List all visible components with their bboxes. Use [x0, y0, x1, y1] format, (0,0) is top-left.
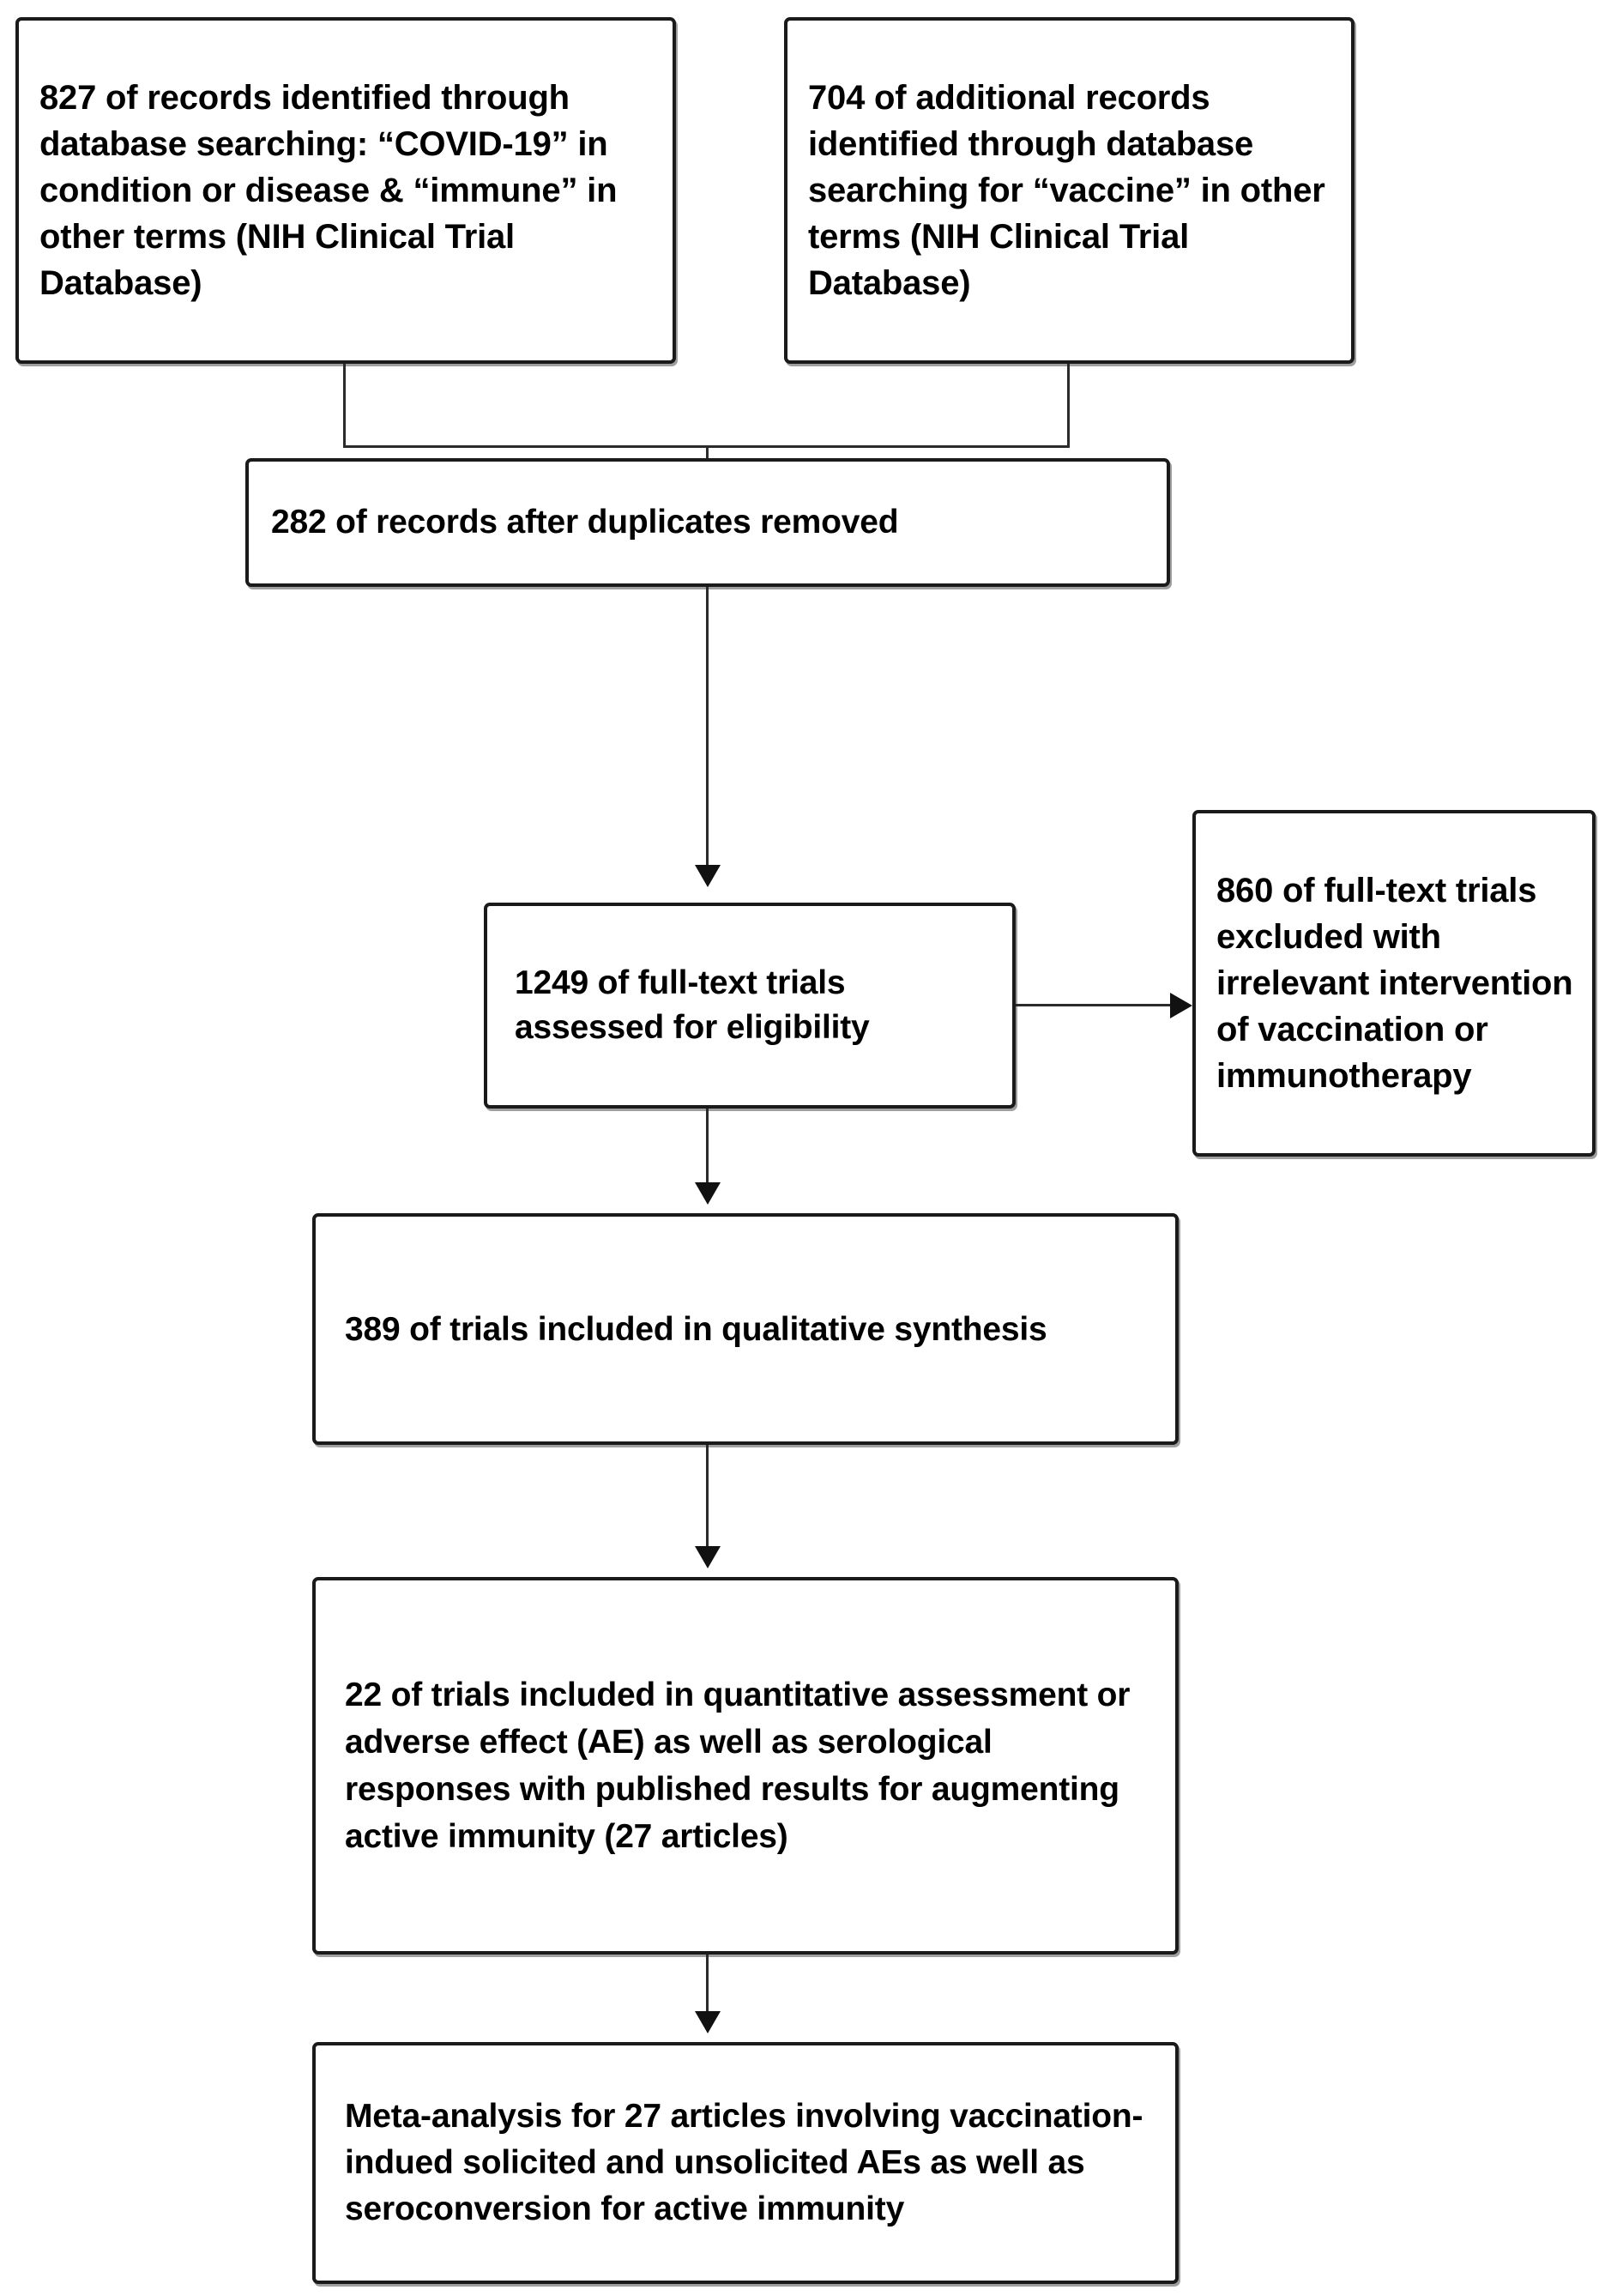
connector-merge-stem-left [343, 364, 346, 448]
connector-duplicates-to-assessed [706, 587, 709, 870]
box-fulltext-trials-excluded-text: 860 of full-text trials excluded with ir… [1216, 872, 1573, 1095]
box-records-identified-additional[interactable]: 704 of additional records identified thr… [784, 17, 1355, 364]
arrow-down-icon-to-assessed [695, 865, 721, 887]
connector-qualitative-to-quantitative [706, 1445, 709, 1551]
box-records-after-duplicates-removed-text: 282 of records after duplicates removed [271, 504, 899, 541]
box-records-identified-primary-text: 827 of records identified through databa… [39, 79, 618, 302]
connector-assessed-to-qualitative [706, 1109, 709, 1187]
box-fulltext-trials-assessed-text: 1249 of full-text trials assessed for el… [515, 964, 870, 1046]
box-records-identified-primary[interactable]: 827 of records identified through databa… [15, 17, 676, 364]
box-fulltext-trials-assessed[interactable]: 1249 of full-text trials assessed for el… [484, 903, 1016, 1109]
connector-assessed-to-excluded [1016, 1004, 1172, 1006]
box-trials-qualitative-synthesis-text: 389 of trials included in qualitative sy… [345, 1310, 1047, 1348]
box-meta-analysis[interactable]: Meta-analysis for 27 articles involving … [312, 2042, 1179, 2284]
box-records-identified-additional-text: 704 of additional records identified thr… [808, 79, 1325, 302]
arrow-down-icon-to-meta-analysis [695, 2011, 721, 2033]
box-trials-quantitative-assessment-text: 22 of trials included in quantitative as… [345, 1677, 1131, 1855]
box-fulltext-trials-excluded[interactable]: 860 of full-text trials excluded with ir… [1192, 810, 1596, 1157]
box-records-after-duplicates-removed[interactable]: 282 of records after duplicates removed [245, 458, 1170, 587]
arrow-down-icon-to-quantitative [695, 1546, 721, 1568]
box-meta-analysis-text: Meta-analysis for 27 articles involving … [345, 2098, 1143, 2227]
box-trials-quantitative-assessment[interactable]: 22 of trials included in quantitative as… [312, 1577, 1179, 1955]
connector-quantitative-to-meta-analysis [706, 1955, 709, 2016]
connector-merge-stem-right [1067, 364, 1070, 448]
arrow-right-icon-to-excluded [1170, 993, 1192, 1018]
box-trials-qualitative-synthesis[interactable]: 389 of trials included in qualitative sy… [312, 1213, 1179, 1445]
arrow-down-icon-to-qualitative [695, 1182, 721, 1205]
